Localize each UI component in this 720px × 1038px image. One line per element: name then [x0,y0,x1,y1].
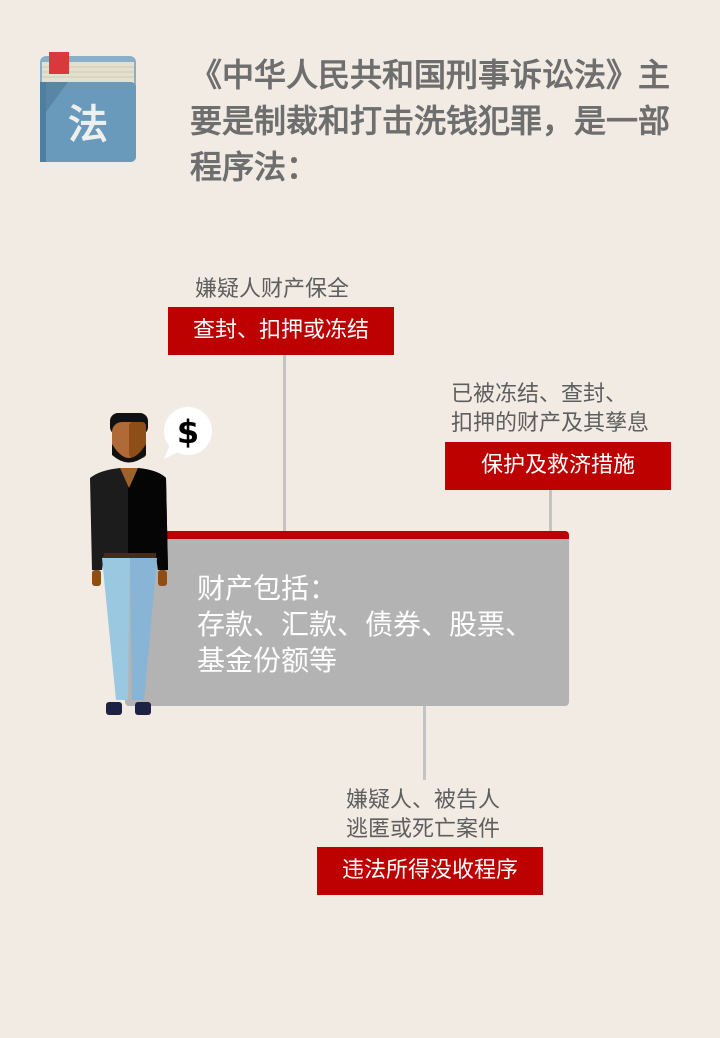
label-line: 扣押的财产及其孳息 [451,411,650,436]
box-line: 基金份额等 [197,644,338,677]
connector-line [423,706,426,780]
box-line: 存款、汇款、债券、股票、 [197,608,534,641]
connector-line [549,490,552,532]
box-line: 财产包括： [197,572,338,605]
svg-text:法: 法 [68,102,108,148]
law-book-icon: 法 [40,52,136,162]
center-box: 财产包括： 存款、汇款、债券、股票、 基金份额等 [125,531,569,706]
page-title: 《中华人民共和国刑事诉讼法》主要是制裁和打击洗钱犯罪，是一部程序法： [190,56,671,186]
node-tag: 查封、扣押或冻结 [168,307,394,355]
node-label: 嫌疑人、被告人 逃匿或死亡案件 [346,786,500,844]
label-line: 已被冻结、查封、 [451,382,628,407]
label-line: 逃匿或死亡案件 [346,817,501,842]
connector-line [283,355,286,533]
speech-bubble: $ [164,407,212,459]
dollar-icon: $ [177,413,199,451]
label-line: 嫌疑人、被告人 [346,788,501,813]
node-tag: 违法所得没收程序 [317,847,543,895]
node-label: 嫌疑人财产保全 [195,277,350,302]
node-label: 已被冻结、查封、 扣押的财产及其孳息 [451,380,649,438]
node-tag: 保护及救济措施 [445,442,671,490]
person-figure [90,413,168,715]
